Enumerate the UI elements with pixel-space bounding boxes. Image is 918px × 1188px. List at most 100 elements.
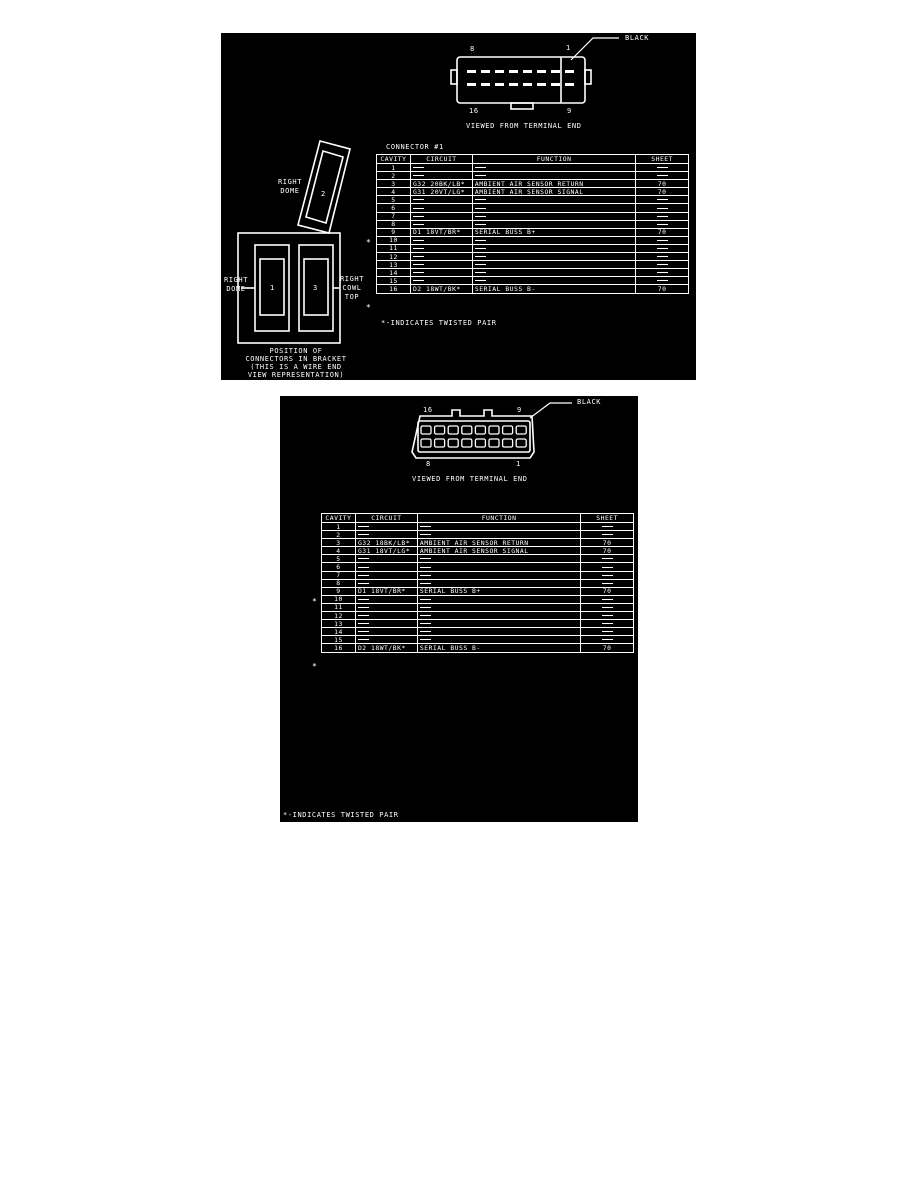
terminal-pin xyxy=(420,438,432,448)
empty-dash xyxy=(474,264,486,266)
empty-dash xyxy=(601,598,613,600)
cell-circuit xyxy=(409,260,473,270)
empty-dash xyxy=(412,167,424,169)
header-cavity: CAVITY xyxy=(321,513,356,523)
cell-sheet xyxy=(580,530,634,540)
table-row: 1 xyxy=(321,521,634,532)
cell-cavity: 4 xyxy=(376,187,411,197)
empty-dash xyxy=(357,623,369,625)
empty-dash xyxy=(419,631,431,633)
terminal-pin xyxy=(481,83,490,86)
cell-circuit xyxy=(409,211,473,221)
twisted-pair-note: *-INDICATES TWISTED PAIR xyxy=(381,319,497,327)
cell-function xyxy=(471,243,637,254)
cell-cavity: 11 xyxy=(321,602,356,613)
empty-dash xyxy=(656,256,668,258)
cell-function: SERIAL BUSS B- xyxy=(471,284,637,294)
connector-1-body xyxy=(450,56,592,110)
terminal-pin xyxy=(474,425,487,435)
cell-function: SERIAL BUSS B- xyxy=(416,643,582,653)
cell-circuit xyxy=(354,602,418,613)
cell-sheet xyxy=(580,594,634,604)
cell-circuit xyxy=(409,268,473,278)
connector-1-pins xyxy=(467,70,574,86)
empty-dash xyxy=(412,256,424,258)
empty-dash xyxy=(474,167,486,169)
terminal-pin xyxy=(551,70,560,73)
terminal-pin xyxy=(495,83,504,86)
cell-circuit: G32 18BK/LB* xyxy=(354,538,418,548)
empty-dash xyxy=(601,534,613,536)
cell-cavity: 15 xyxy=(321,635,356,645)
cell-cavity: 14 xyxy=(376,268,411,278)
table-row: 6 xyxy=(321,562,634,572)
cell-sheet: 70 xyxy=(580,546,634,556)
connector-2-drawing xyxy=(411,402,572,459)
empty-dash xyxy=(357,574,369,576)
table-row: 14 xyxy=(376,268,689,278)
bracket-caption: POSITION OF CONNECTORS IN BRACKET (THIS … xyxy=(245,347,347,379)
empty-dash xyxy=(474,247,486,249)
terminal-pin xyxy=(461,425,473,435)
cell-circuit: D2 18WT/BK* xyxy=(409,284,473,294)
twisted-pair-note: *-INDICATES TWISTED PAIR xyxy=(283,811,399,819)
empty-dash xyxy=(601,574,613,576)
empty-dash xyxy=(412,175,424,177)
cell-cavity: 16 xyxy=(321,643,356,653)
cell-sheet xyxy=(635,162,689,173)
cell-function: AMBIENT AIR SENSOR RETURN xyxy=(471,179,637,189)
cell-cavity: 12 xyxy=(376,252,411,262)
table-header-row: CAVITY CIRCUIT FUNCTION SHEET xyxy=(376,154,689,164)
pin-label-top-right: 9 xyxy=(517,406,522,414)
color-callout-label: BLACK xyxy=(577,398,602,406)
cell-circuit xyxy=(354,530,418,540)
empty-dash xyxy=(474,272,486,274)
cell-cavity: 13 xyxy=(376,260,411,270)
cell-sheet xyxy=(580,578,634,588)
connector-1-drawing xyxy=(237,37,619,344)
cell-function xyxy=(416,611,582,621)
pin-label-top-left: 8 xyxy=(470,45,475,53)
cell-circuit xyxy=(409,219,473,229)
table-row: 13 xyxy=(376,260,689,270)
table-row: 2 xyxy=(376,171,689,181)
empty-dash xyxy=(412,272,424,274)
terminal-pin xyxy=(537,83,546,86)
cell-sheet: 70 xyxy=(580,538,634,548)
cell-circuit xyxy=(409,203,473,213)
view-caption: VIEWED FROM TERMINAL END xyxy=(412,475,528,483)
twisted-pair-marker: * xyxy=(366,303,371,312)
cell-sheet xyxy=(580,611,634,621)
empty-dash xyxy=(601,615,613,617)
cell-function xyxy=(416,635,582,645)
cell-circuit: D1 18VT/BR* xyxy=(409,227,473,237)
empty-dash xyxy=(601,582,613,584)
empty-dash xyxy=(357,534,369,536)
terminal-pin xyxy=(565,83,574,86)
cell-cavity: 6 xyxy=(376,203,411,213)
pin-label-bottom-right: 1 xyxy=(516,460,521,468)
terminal-pin xyxy=(523,83,532,86)
table-row: 10 xyxy=(321,594,634,604)
black-callout-line xyxy=(529,402,572,419)
empty-dash xyxy=(412,239,424,241)
table-row: 2 xyxy=(321,530,634,540)
empty-dash xyxy=(474,280,486,282)
view-caption: VIEWED FROM TERMINAL END xyxy=(466,122,582,130)
empty-dash xyxy=(656,215,668,217)
empty-dash xyxy=(419,615,431,617)
terminal-pin xyxy=(495,70,504,73)
terminal-pin xyxy=(501,425,514,435)
cell-cavity: 8 xyxy=(321,578,356,588)
cell-function: AMBIENT AIR SENSOR SIGNAL xyxy=(416,546,582,556)
terminal-pin xyxy=(565,70,574,73)
cell-circuit xyxy=(354,611,418,621)
cell-sheet xyxy=(635,203,689,213)
cell-sheet xyxy=(580,554,634,564)
empty-dash xyxy=(474,223,486,225)
empty-dash xyxy=(656,247,668,249)
empty-dash xyxy=(357,598,369,600)
cell-cavity: 9 xyxy=(376,227,411,237)
